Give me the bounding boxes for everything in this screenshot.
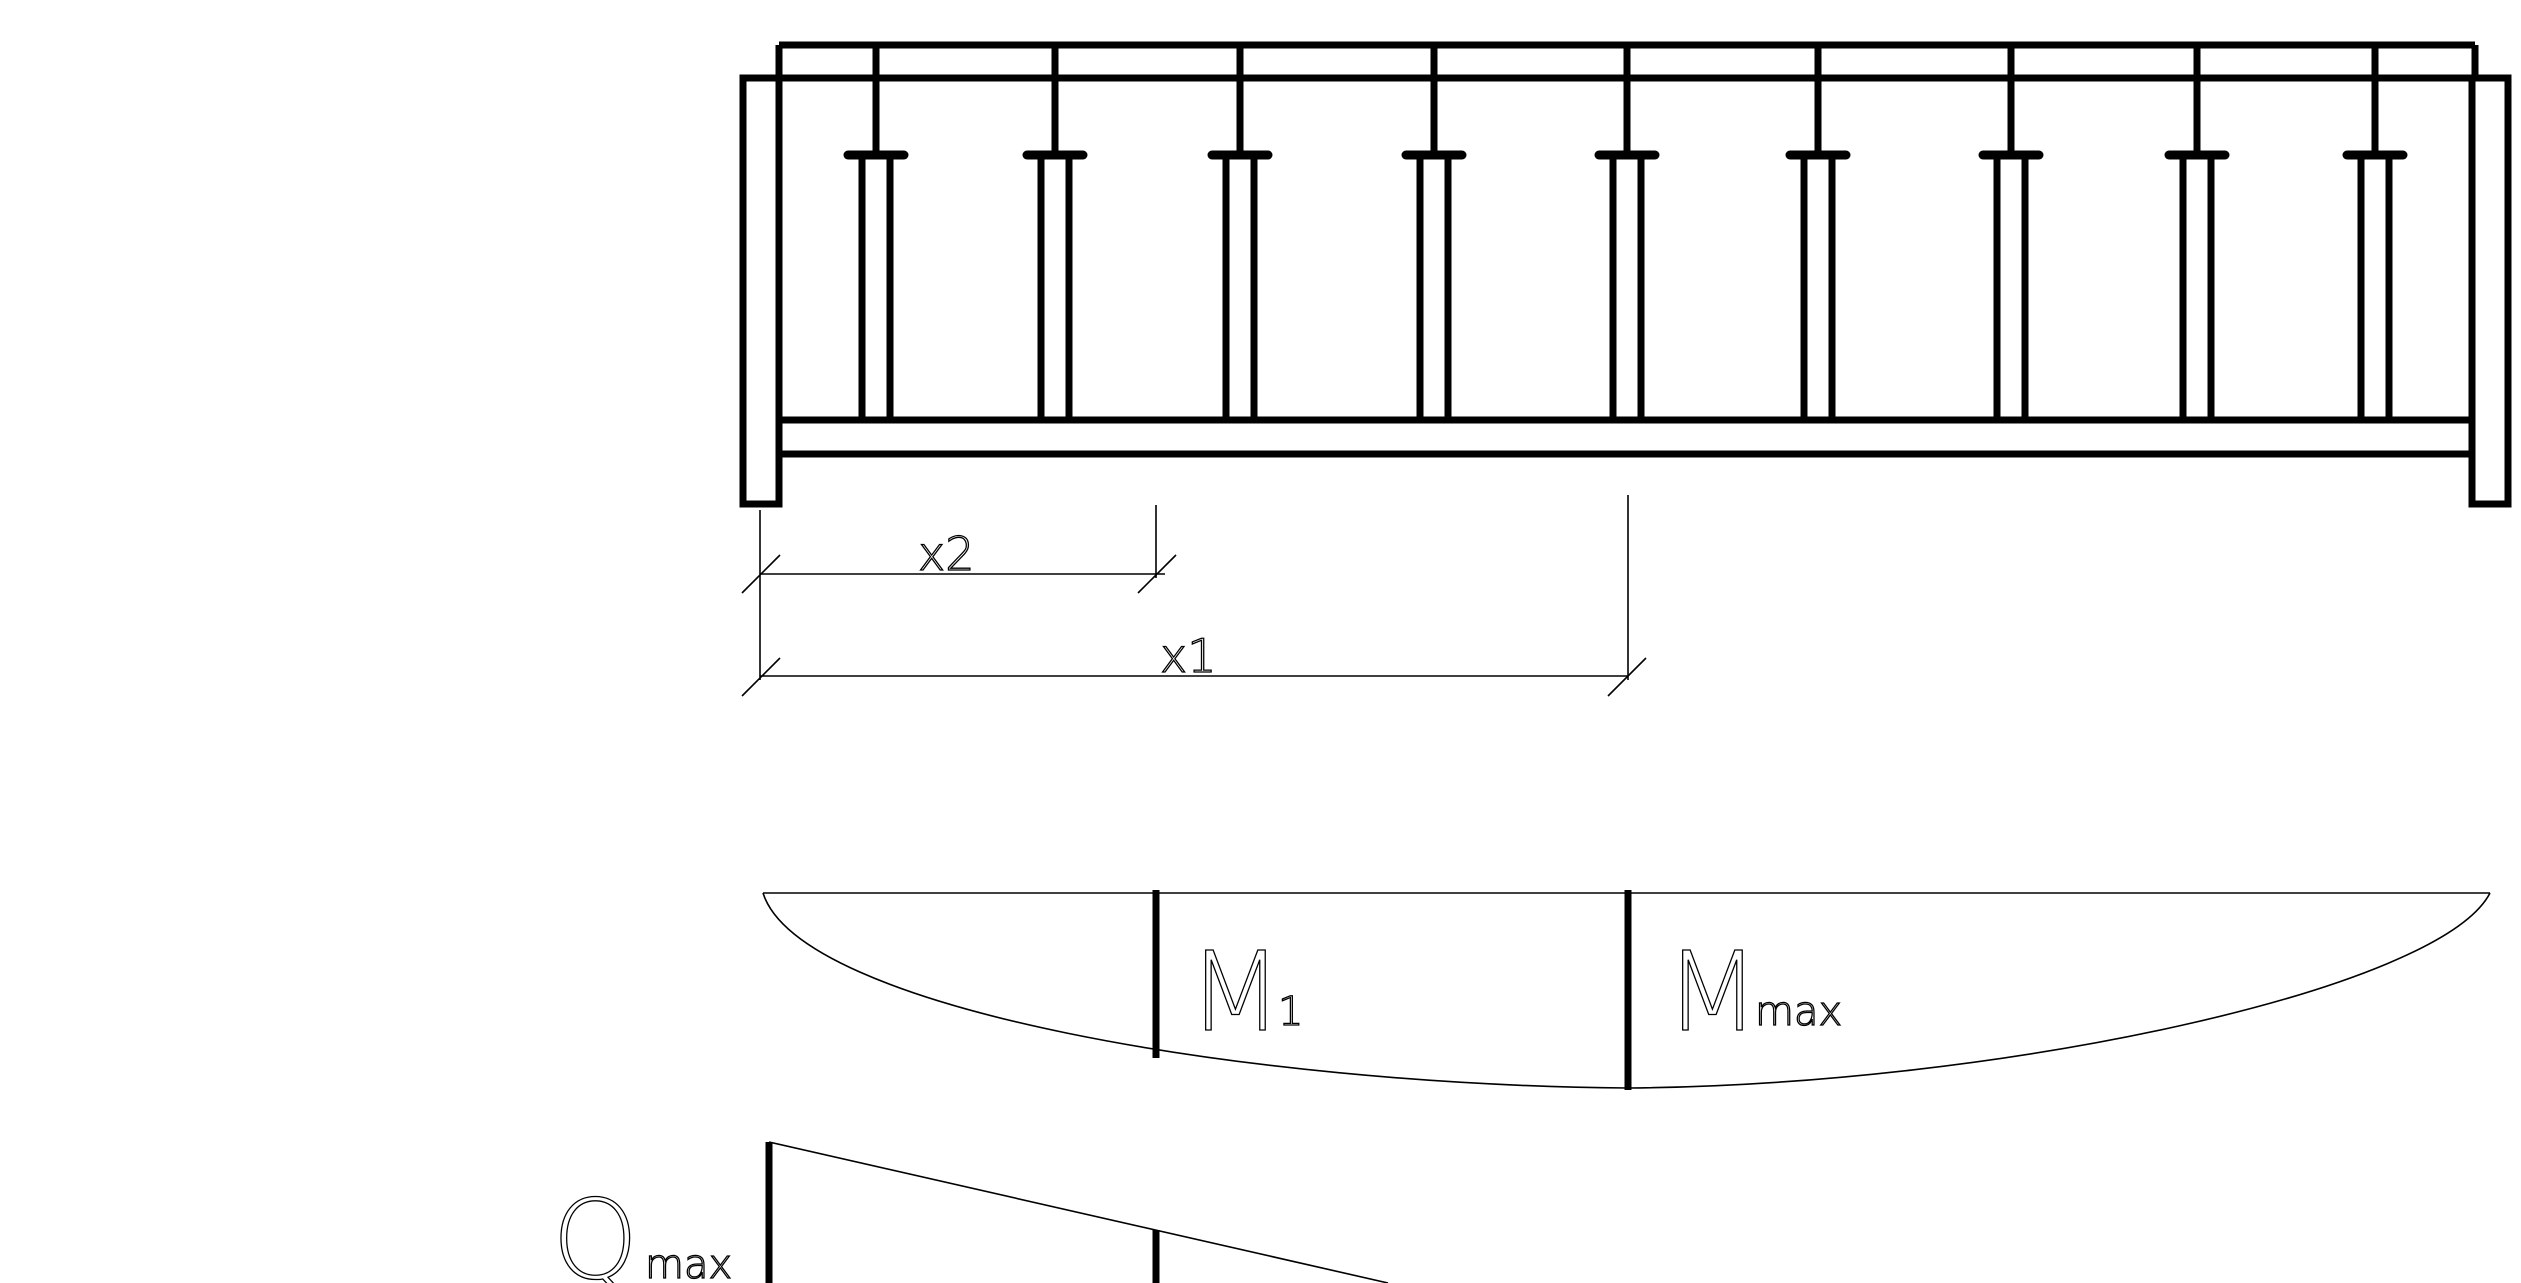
dimension-x2: x2 bbox=[741, 505, 1177, 594]
vertical-post bbox=[1785, 41, 1851, 424]
vertical-post bbox=[1401, 41, 1467, 424]
mmax-label: M bbox=[1665, 928, 1760, 1056]
dim-x2-label: x2 bbox=[918, 527, 975, 581]
mmax-subscript: max bbox=[1755, 989, 1842, 1035]
vertical-post bbox=[1594, 41, 1660, 424]
dim-x2-tick-left bbox=[741, 554, 781, 594]
qmax-label: Q bbox=[552, 1176, 639, 1283]
vertical-posts bbox=[843, 41, 2408, 424]
dim-x1-tick-left bbox=[741, 657, 781, 697]
dim-x2-tick-right bbox=[1137, 554, 1177, 594]
dim-x1-tick-right bbox=[1607, 657, 1647, 697]
dimension-x1: x1 bbox=[741, 495, 1647, 697]
right-support bbox=[2468, 74, 2512, 508]
beam-elevation bbox=[739, 41, 2512, 508]
m1-subscript: 1 bbox=[1278, 989, 1303, 1035]
vertical-post bbox=[1022, 41, 1088, 424]
qmax-subscript: max bbox=[645, 1242, 732, 1283]
vertical-post bbox=[1207, 41, 1273, 424]
vertical-post bbox=[843, 41, 909, 424]
dim-x1-label: x1 bbox=[1160, 629, 1217, 683]
vertical-post bbox=[2342, 41, 2408, 424]
left-support bbox=[739, 74, 783, 508]
shear-line bbox=[768, 1141, 1389, 1283]
shear-diagram: Q max bbox=[551, 1141, 1389, 1283]
moment-diagram: M 1 M max bbox=[762, 890, 2491, 1090]
vertical-post bbox=[2164, 41, 2230, 424]
m1-label: M bbox=[1188, 928, 1283, 1056]
vertical-post bbox=[1978, 41, 2044, 424]
